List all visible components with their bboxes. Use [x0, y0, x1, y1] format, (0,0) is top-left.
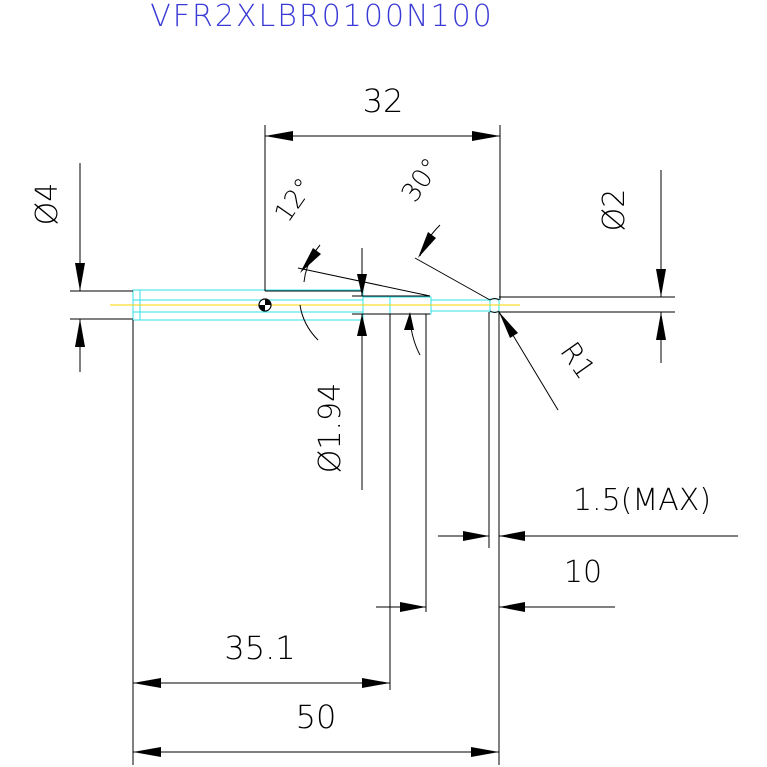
dim-phi194-label: Ø1.94 — [313, 383, 348, 473]
dim-50-label: 50 — [296, 698, 337, 736]
dim-32-label: 32 — [363, 82, 404, 120]
dim-phi4: Ø4 — [30, 163, 85, 372]
dim-351: 35.1 — [133, 629, 390, 688]
datum-symbol — [258, 298, 272, 312]
dim-50: 50 — [133, 698, 499, 757]
dim-max15-label: 1.5(MAX) — [573, 483, 711, 518]
dim-phi4-label: Ø4 — [30, 183, 65, 226]
dim-angle-30-label: 30° — [396, 153, 447, 208]
dim-32: 32 — [264, 82, 501, 300]
dim-phi2: Ø2 — [597, 170, 666, 363]
extension-lines — [132, 312, 500, 765]
drawing-title: VFR2XLBR0100N100 — [150, 0, 494, 34]
dim-10-label: 10 — [564, 555, 602, 590]
dim-angle-30: 30° — [396, 153, 491, 356]
dim-351-label: 35.1 — [224, 629, 295, 667]
dim-r1-label: R1 — [554, 336, 602, 385]
dim-max15: 1.5(MAX) — [438, 483, 738, 541]
dim-10: 10 — [376, 555, 615, 612]
dim-phi194: Ø1.94 — [313, 248, 367, 490]
dim-r1: R1 — [498, 311, 602, 411]
dim-phi2-label: Ø2 — [597, 189, 632, 232]
dim-angle-12-label: 12° — [269, 173, 320, 228]
